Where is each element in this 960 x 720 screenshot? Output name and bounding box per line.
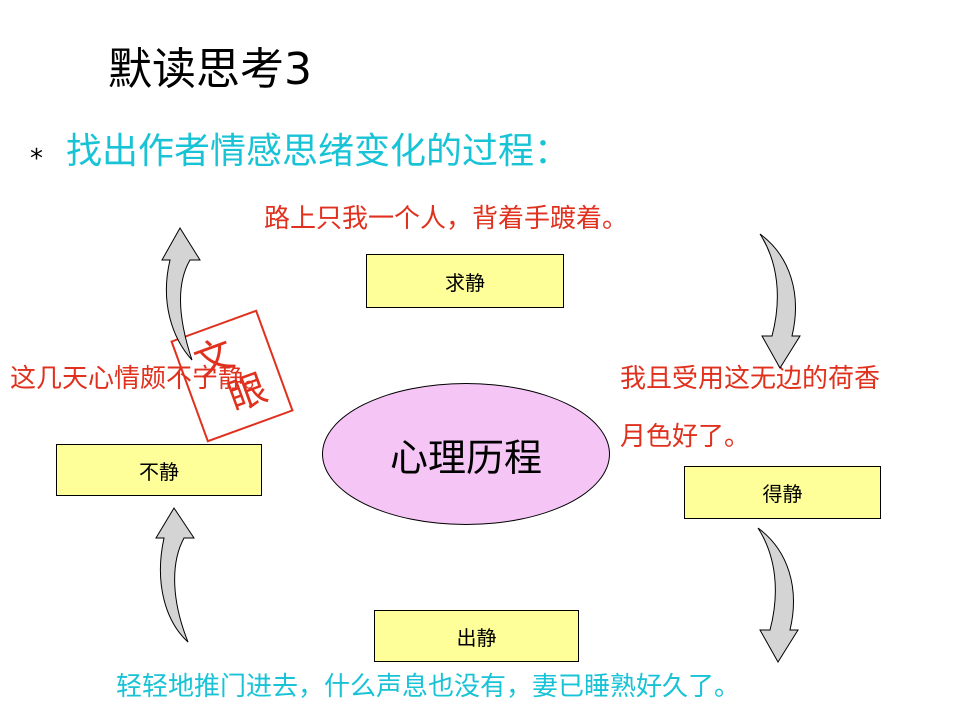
curved-arrow-up-left-icon [161, 227, 201, 361]
center-ellipse: 心理历程 [322, 383, 610, 525]
stamp-char-2: 眼 [222, 365, 274, 420]
curved-arrow-down-right-bottom-icon [757, 527, 799, 663]
curved-arrow-up-left-bottom-icon [155, 507, 195, 643]
quote-left: 这几天心情颇不宁静。 [10, 364, 271, 394]
slide-subtitle: 找出作者情感思绪变化的过程： [66, 131, 571, 172]
center-label: 心理历程 [389, 435, 542, 480]
quote-top: 路上只我一个人，背着手踱着。 [264, 204, 629, 234]
quote-right-line2: 月色好了。 [620, 422, 751, 452]
quote-bottom: 轻轻地推门进去，什么声息也没有，妻已睡熟好久了。 [116, 672, 741, 702]
stage-box-left: 不静 [56, 444, 262, 496]
slide-title: 默读思考3 [108, 44, 312, 95]
stage-box-top: 求静 [366, 254, 564, 308]
curved-arrow-down-right-icon [759, 233, 801, 369]
bullet-icon: * [30, 144, 43, 174]
quote-right-line1: 我且受用这无边的荷香 [620, 364, 881, 394]
stage-box-bottom: 出静 [374, 610, 579, 662]
stage-box-right: 得静 [684, 466, 881, 519]
